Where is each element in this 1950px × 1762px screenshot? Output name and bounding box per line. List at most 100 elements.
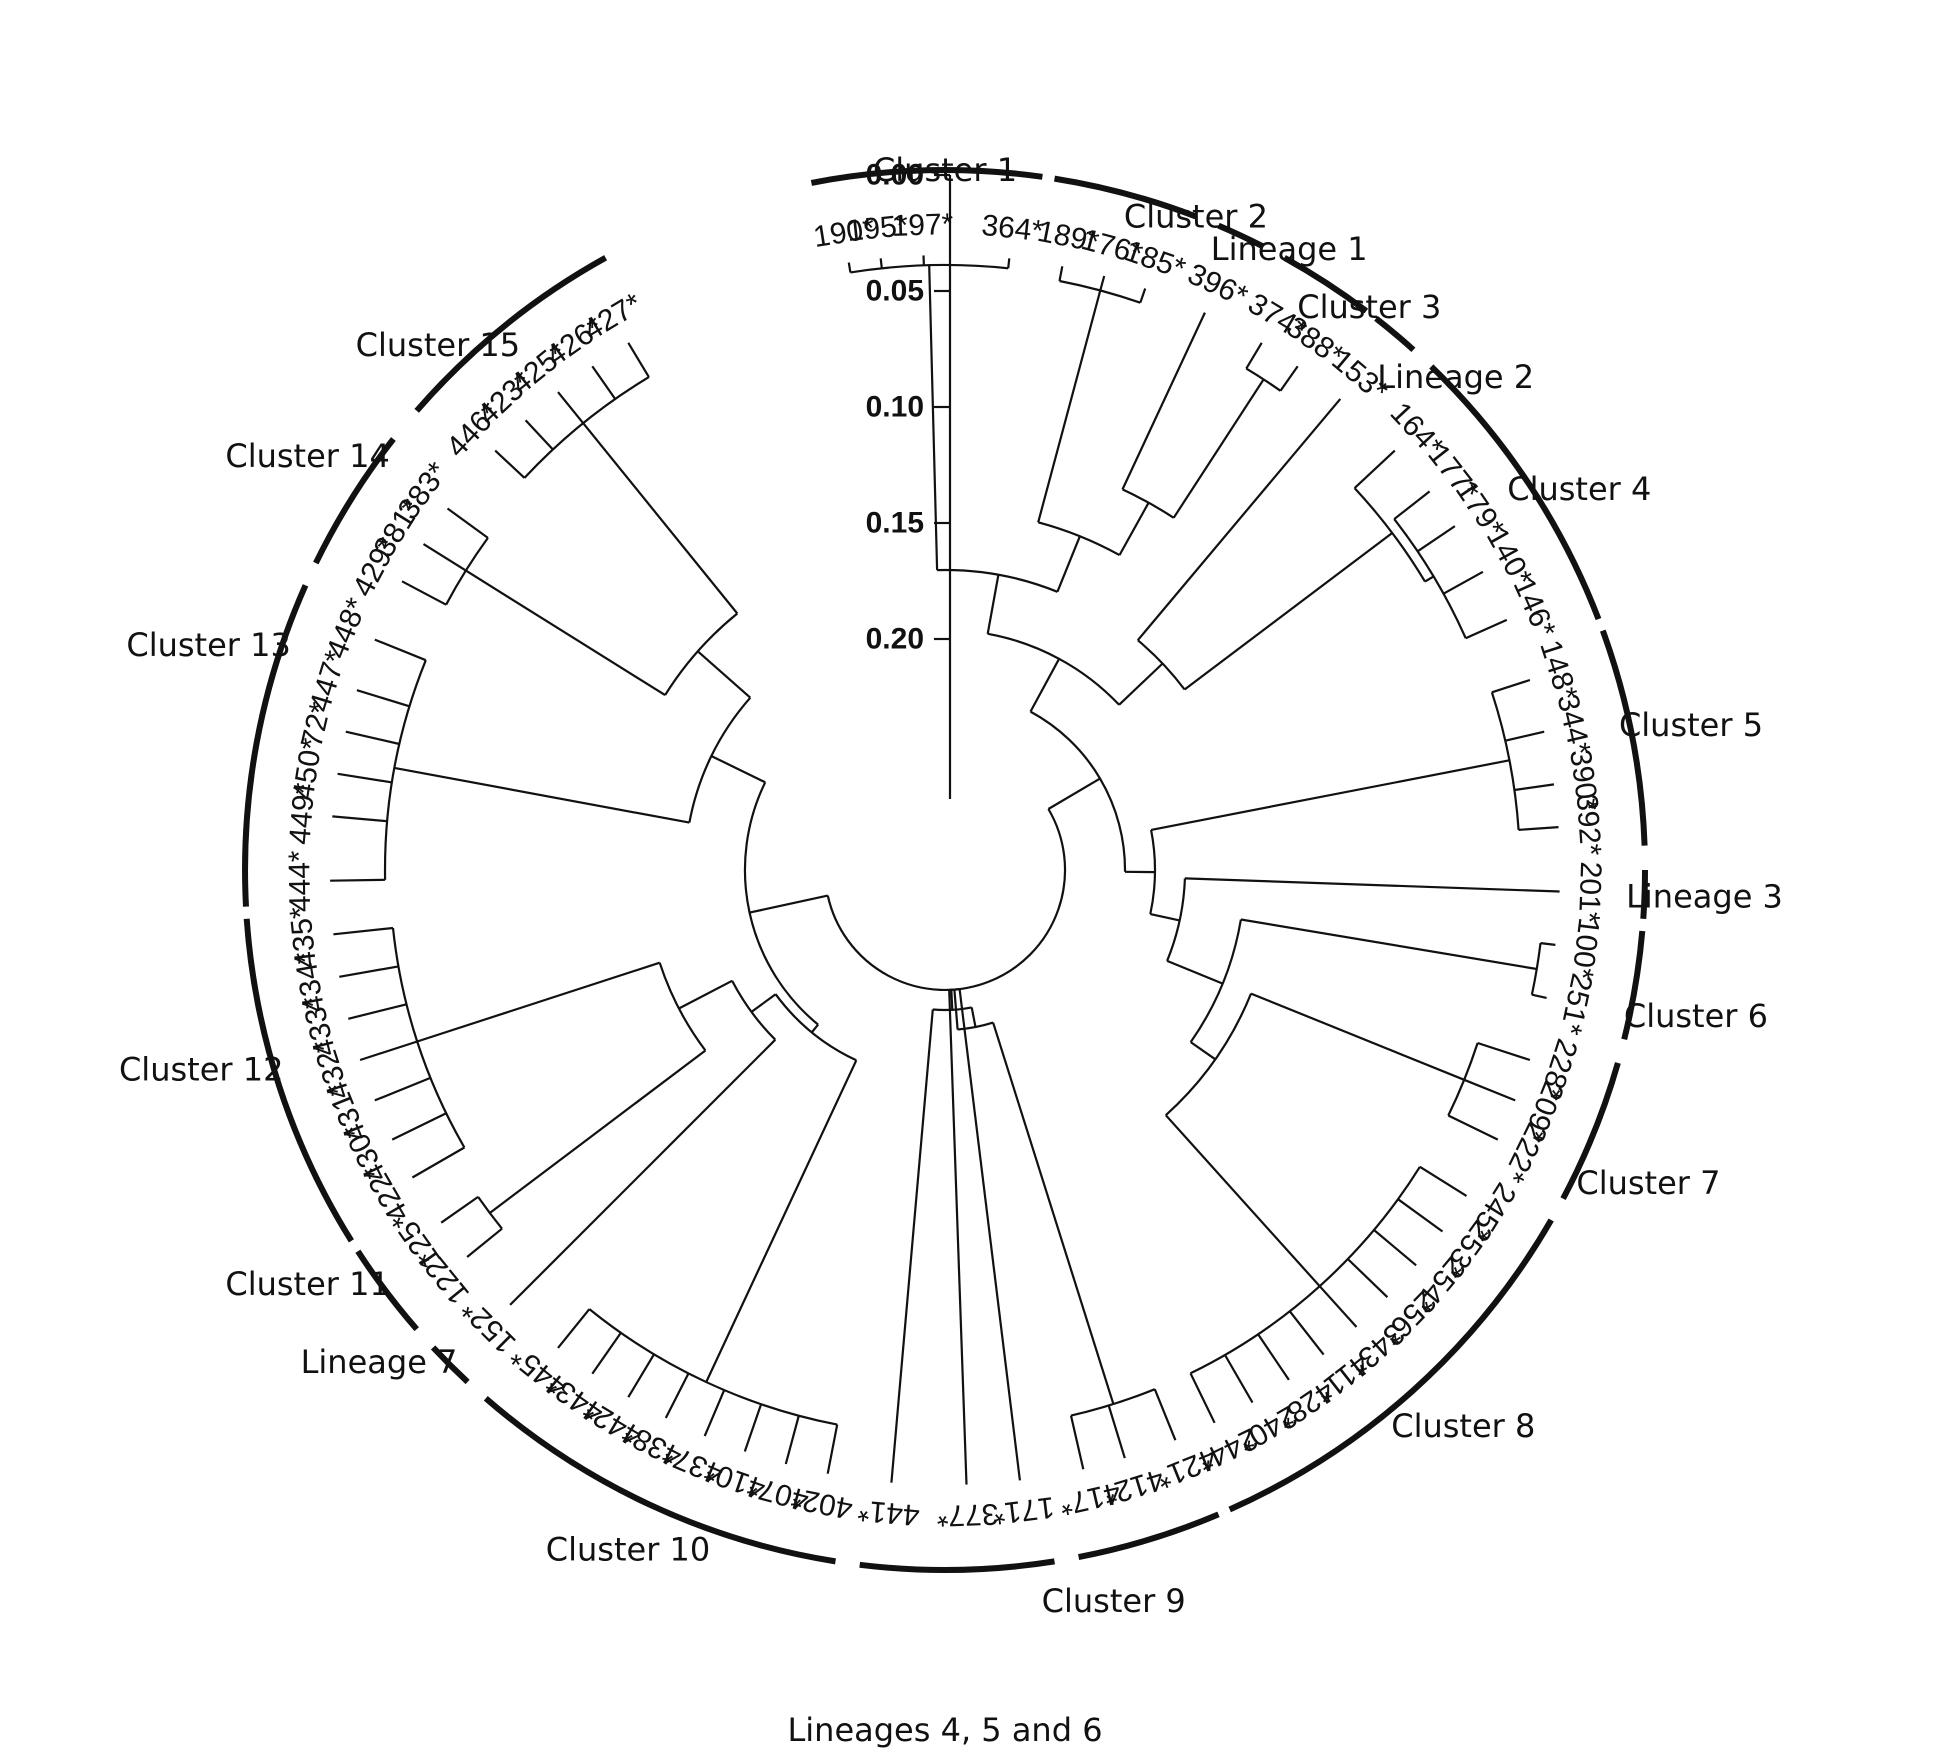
branch-segment [1424,575,1435,583]
group-band [1078,1511,1220,1561]
leaf-label: 364* [980,209,1045,248]
group-band [1599,629,1648,846]
branch-segment [1518,826,1559,831]
leaf-label: 197* [891,208,954,243]
branch-segment [557,1308,591,1349]
branch-arc [1447,1042,1479,1116]
group-band [1560,1062,1621,1201]
leaf-label: 441* [856,1493,921,1531]
group-band [430,1345,470,1385]
branch-segment [1514,783,1555,792]
branch-segment [1166,959,1224,985]
branch-segment [705,1059,858,1383]
group-band [810,167,1043,186]
branch-arc [987,632,1120,706]
branch-segment [1318,1285,1358,1328]
branch-segment [992,1022,1115,1405]
branch-arc [1393,518,1467,639]
leaf-label: 195* [845,209,910,248]
branch-segment [948,989,968,1485]
group-band [1217,222,1265,249]
leaf-label: 222* [1496,1118,1553,1188]
group-label: Cluster 9 [1042,1582,1186,1620]
branch-segment [678,979,733,1010]
branch-arc [588,1308,838,1426]
branch-segment [1393,490,1431,520]
branch-segment [524,419,554,451]
group-label: Cluster 13 [126,626,290,664]
branch-arc [445,537,489,606]
branch-segment [1136,398,1342,641]
branch-segment [970,1007,977,1028]
group-label: Lineages 4, 5 and 6 [787,1711,1102,1749]
branch-segment [749,894,829,914]
leaf-label: 392* [1570,793,1607,857]
branch-segment [330,878,386,882]
branch-segment [1184,877,1560,893]
branch-segment [1540,942,1556,946]
branch-segment [374,638,427,662]
branch-segment [1099,275,1106,291]
branch-segment [1416,525,1456,553]
branch-segment [465,569,666,697]
branch-arc [523,376,650,479]
branch-segment [1505,730,1545,742]
branch-arc [957,1021,994,1031]
branch-segment [627,1353,655,1398]
group-band [1621,930,1646,1041]
branch-segment [1150,913,1180,922]
group-label: Lineage 2 [1377,358,1534,396]
group-band [859,1558,1055,1574]
leaf-label: 377* [936,1497,999,1532]
branch-segment [1491,678,1531,694]
branch-arc [731,980,777,1041]
group-label: Lineage 3 [1626,878,1783,916]
branch-segment [509,1038,777,1306]
branch-segment [750,993,777,1013]
group-band [414,255,608,413]
branch-segment [1107,1405,1126,1459]
leaf-label: 100* [1565,916,1605,982]
branch-arc [477,1196,503,1230]
branch-arc [826,808,1067,992]
branch-segment [591,1332,622,1375]
group-label: Cluster 1 [873,151,1017,189]
branch-segment [466,1227,503,1258]
branch-segment [1029,658,1061,713]
branch-arc [1059,279,1141,304]
branch-segment [697,650,752,699]
branch-arc [1189,919,1242,1043]
branch-segment [494,449,526,479]
branch-segment [1442,570,1484,595]
group-label: Cluster 8 [1391,1407,1535,1445]
branch-arc [1166,878,1186,962]
branch-segment [582,422,739,615]
branch-arc [937,568,1058,593]
branch-segment [1172,378,1265,519]
branch-arc [1165,993,1253,1117]
branch-segment [1447,1114,1499,1141]
branch-arc [688,696,752,823]
branch-segment [1121,312,1206,490]
branch-segment [1477,1041,1531,1062]
leaf-label: 171* [991,1490,1057,1530]
leaf-label: 185* [1120,234,1189,285]
group-label: Cluster 14 [225,437,389,475]
branch-segment [391,1112,447,1141]
branch-segment [627,342,650,378]
branch-arc [1190,1166,1421,1375]
group-band [1640,869,1649,920]
branch-segment [1056,535,1081,593]
branch-segment [333,926,394,936]
group-band [243,918,354,1243]
group-band [1282,255,1369,314]
branch-segment [411,1146,465,1179]
branch-segment [1531,993,1547,999]
group-band [313,437,396,565]
leaf-label: 146* [1507,573,1562,643]
branch-segment [1279,365,1299,392]
group-label: Cluster 5 [1619,706,1763,744]
branch-segment [784,1415,800,1465]
